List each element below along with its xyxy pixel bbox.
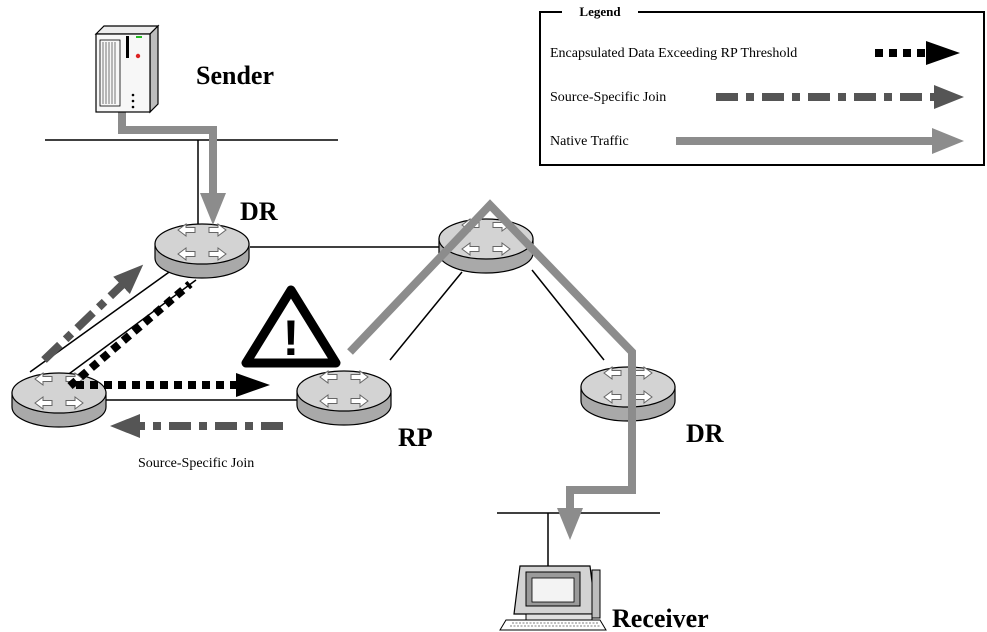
native-traffic-rp-receiver-path — [347, 199, 636, 540]
rp-label: RP — [398, 423, 433, 452]
ssj-arrow-to-dr — [41, 264, 144, 363]
legend-title: Legend — [579, 4, 621, 19]
sender-label: Sender — [196, 61, 274, 90]
router-dr-sender — [154, 223, 250, 279]
legend-label-join: Source-Specific Join — [550, 90, 666, 105]
link-left-dr-b — [57, 279, 197, 383]
router-left — [11, 372, 107, 428]
warning-exclamation: ! — [283, 310, 300, 366]
legend-label-native: Native Traffic — [550, 134, 629, 149]
link-rp-top-router — [389, 271, 463, 361]
legend: Legend Encapsulated Data Exceeding RP Th… — [539, 4, 985, 166]
native-traffic-sender-path — [118, 108, 226, 225]
warning-icon: ! — [241, 285, 341, 368]
dr-receiver-label: DR — [686, 419, 724, 448]
source-specific-join-label: Source-Specific Join — [138, 456, 254, 471]
encap-data-dr-to-left — [67, 280, 193, 390]
link-top-router-dr — [531, 269, 605, 361]
receiver-label: Receiver — [612, 604, 709, 632]
router-rp — [296, 370, 392, 426]
network-links — [29, 139, 660, 580]
server-icon — [94, 24, 160, 114]
workstation-icon — [499, 565, 607, 631]
dr-sender-label: DR — [240, 197, 278, 226]
legend-label-encapsulated: Encapsulated Data Exceeding RP Threshold — [550, 46, 797, 61]
